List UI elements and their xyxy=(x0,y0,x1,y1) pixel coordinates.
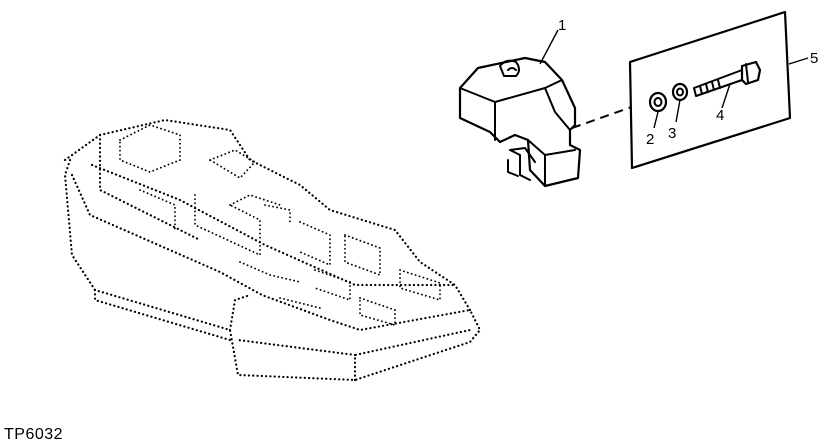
washer-2 xyxy=(648,91,668,113)
callout-leaders xyxy=(539,29,809,129)
callout-2: 2 xyxy=(646,131,654,148)
assembly-path-line xyxy=(571,103,641,129)
callout-5: 5 xyxy=(810,50,818,67)
callout-4: 4 xyxy=(716,107,724,124)
bolt-4 xyxy=(693,60,762,97)
callout-1: 1 xyxy=(558,17,566,34)
lock-washer-3 xyxy=(671,82,689,102)
figure-id: TP6032 xyxy=(4,426,64,443)
mounting-plate xyxy=(628,10,792,170)
counterweight-block xyxy=(458,56,582,188)
callout-3: 3 xyxy=(668,125,676,142)
machine-phantom-outline xyxy=(63,118,482,382)
